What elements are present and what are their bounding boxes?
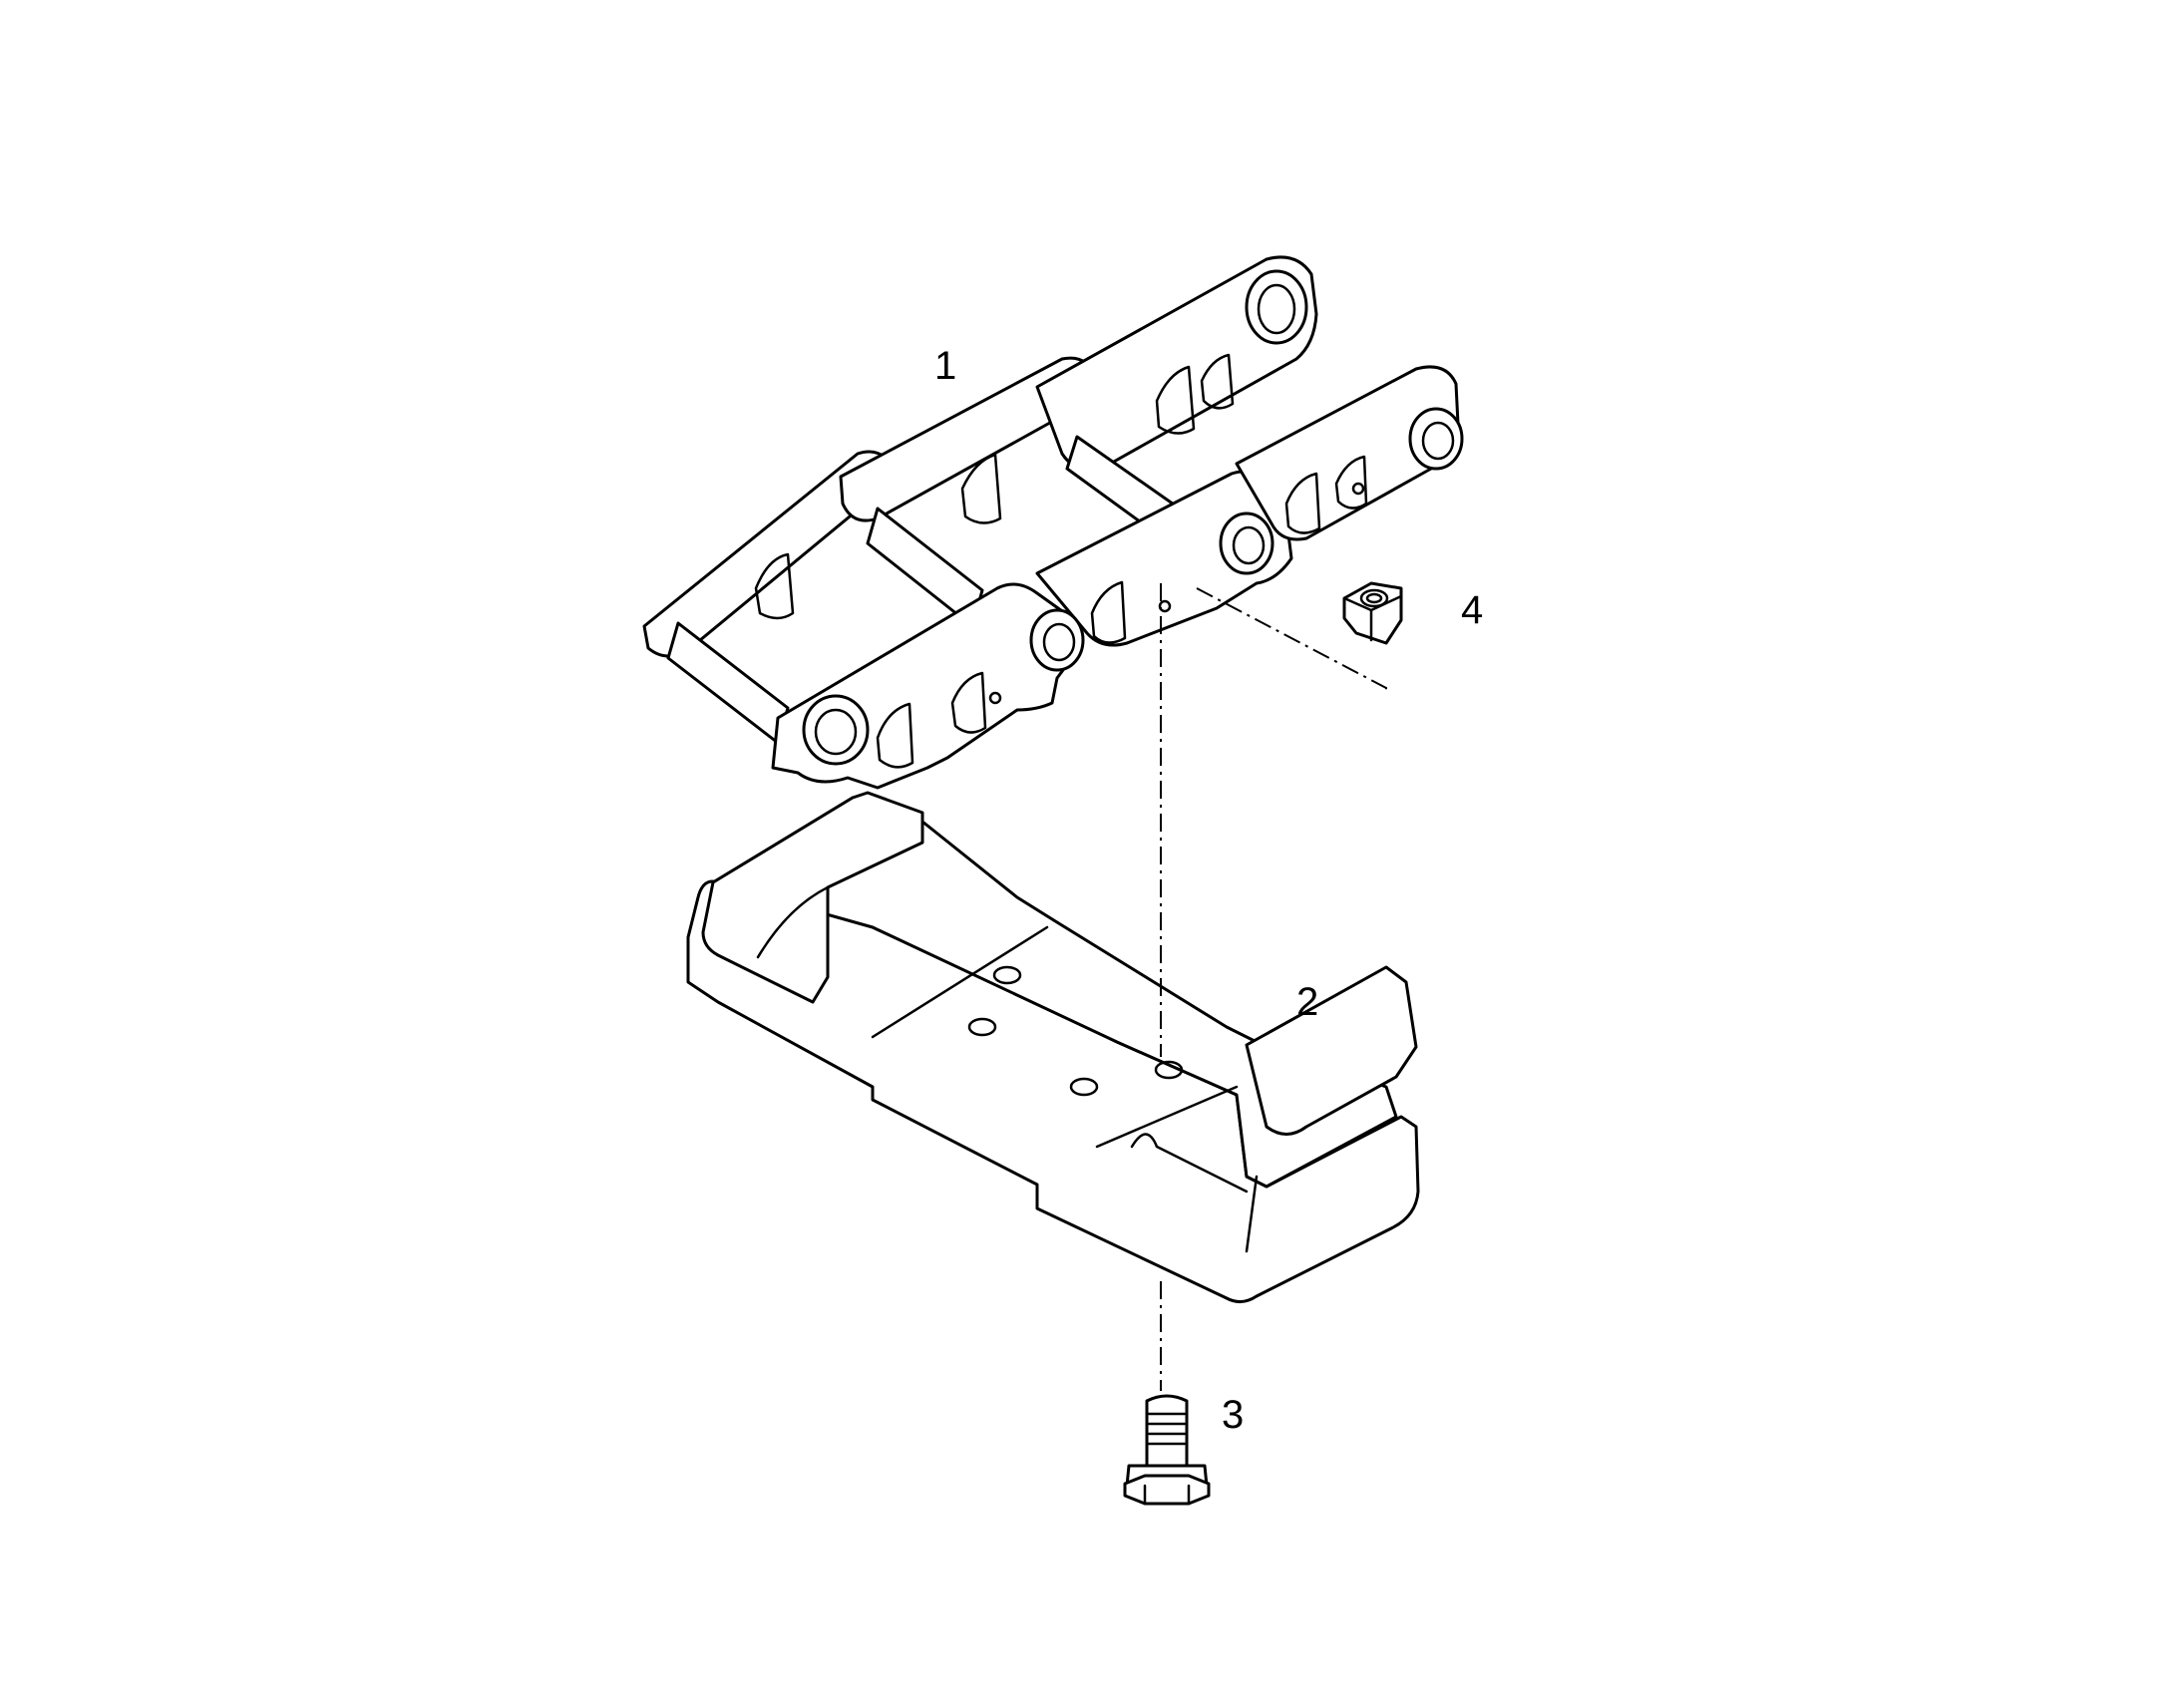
- leader-chain-to-nut: [1196, 587, 1387, 693]
- chain-front-row: [771, 365, 1464, 790]
- track-chain: [642, 255, 1464, 790]
- chain-pins: [666, 435, 1189, 745]
- track-shoe: [686, 791, 1420, 1303]
- callout-track-chain: 1: [934, 344, 956, 388]
- callouts: 1 2 3 4: [934, 344, 1483, 1437]
- chain-back-row: [642, 255, 1318, 658]
- assembly-leader-lines: [1160, 583, 1387, 1391]
- callout-shoe-nut: 4: [1461, 588, 1483, 632]
- callout-track-shoe: 2: [1296, 980, 1318, 1024]
- shoe-bolt: [1123, 1394, 1211, 1506]
- shoe-nut: [1342, 581, 1403, 645]
- callout-shoe-bolt: 3: [1222, 1393, 1244, 1437]
